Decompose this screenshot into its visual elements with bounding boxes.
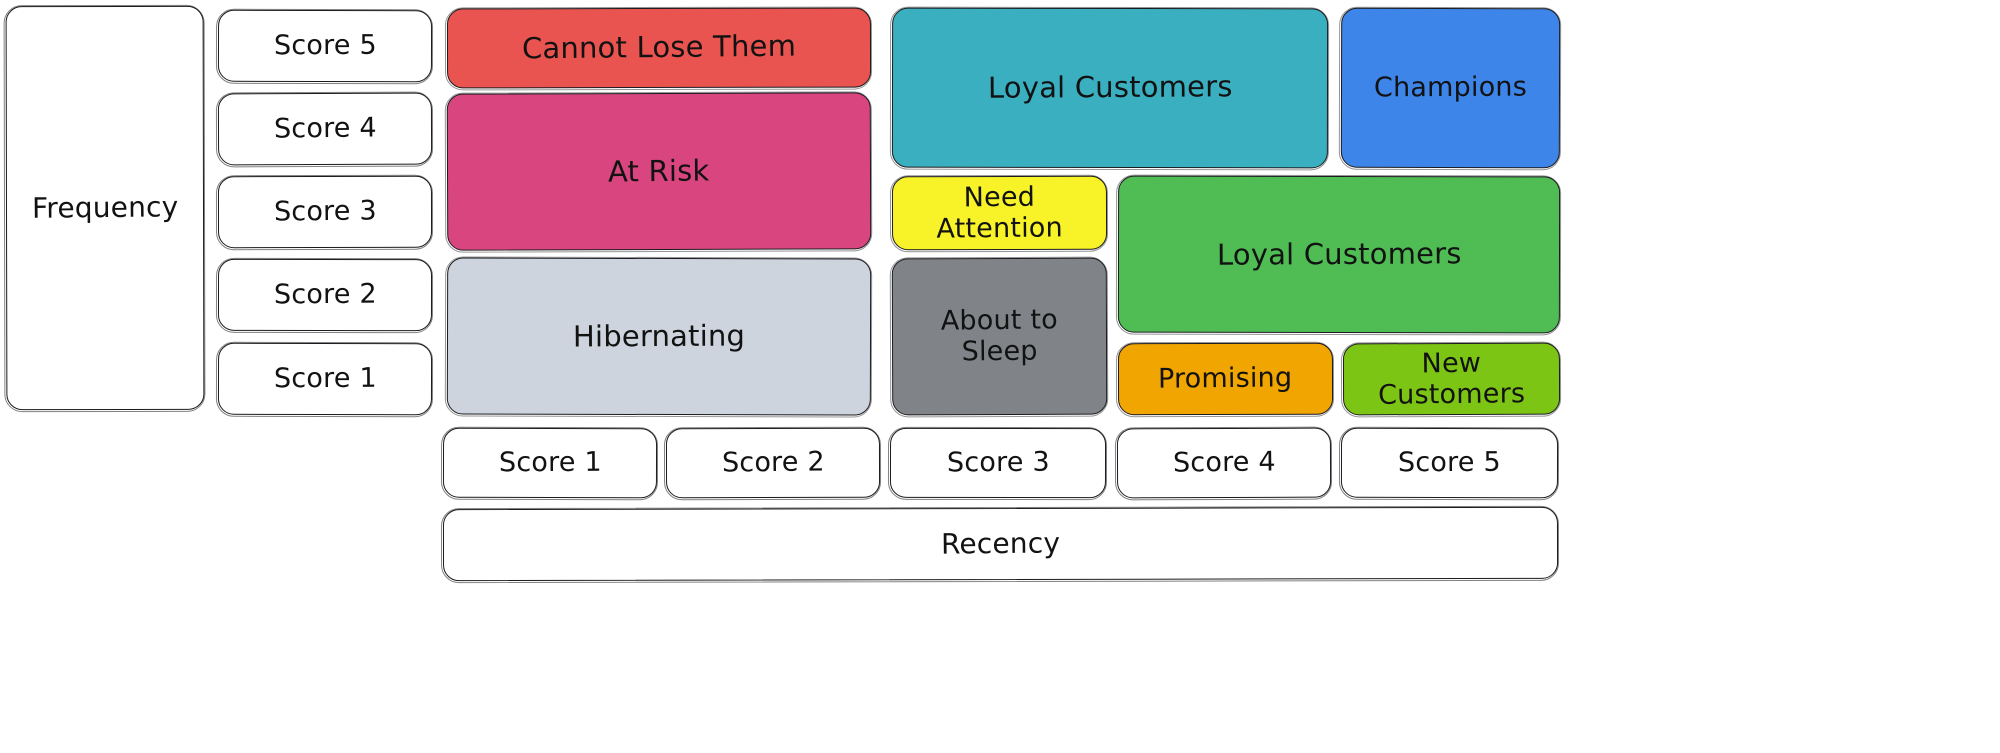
segment-loyal-customers-green[interactable]: Loyal Customers	[1117, 175, 1561, 334]
segment-label: Hibernating	[572, 318, 746, 354]
segment-cannot-lose-them[interactable]: Cannot Lose Them	[446, 7, 872, 89]
segment-label: About to Sleep	[940, 304, 1059, 368]
frequency-score-3[interactable]: Score 3	[217, 175, 433, 249]
segment-label: Champions	[1373, 72, 1528, 104]
frequency-score-2[interactable]: Score 2	[217, 258, 433, 332]
recency-axis-label: Recency	[442, 506, 1559, 582]
recency-score-2[interactable]: Score 2	[665, 427, 881, 499]
segment-label: Loyal Customers	[1216, 236, 1462, 272]
segment-label: Need Attention	[936, 181, 1064, 245]
segment-label: New Customers	[1377, 347, 1526, 411]
segment-at-risk[interactable]: At Risk	[446, 92, 872, 251]
segment-need-attention[interactable]: Need Attention	[891, 175, 1108, 251]
segment-about-to-sleep[interactable]: About to Sleep	[891, 257, 1108, 416]
segment-new-customers[interactable]: New Customers	[1342, 342, 1561, 416]
recency-axis-label-text: Recency	[940, 526, 1061, 561]
frequency-score-5[interactable]: Score 5	[217, 9, 433, 83]
frequency-score-1[interactable]: Score 1	[217, 342, 433, 416]
segment-label: At Risk	[608, 153, 710, 189]
recency-score-5[interactable]: Score 5	[1340, 427, 1559, 499]
segment-hibernating[interactable]: Hibernating	[446, 257, 872, 416]
frequency-score-4[interactable]: Score 4	[217, 92, 433, 166]
frequency-axis-label-text: Frequency	[31, 190, 179, 225]
recency-score-3[interactable]: Score 3	[889, 427, 1107, 499]
frequency-axis-label: Frequency	[5, 5, 205, 411]
segment-label: Loyal Customers	[987, 69, 1233, 106]
segment-label: Promising	[1158, 362, 1293, 396]
recency-score-4[interactable]: Score 4	[1116, 427, 1332, 499]
segment-label: Cannot Lose Them	[521, 28, 797, 66]
segment-loyal-customers-teal[interactable]: Loyal Customers	[891, 7, 1329, 169]
segment-champions[interactable]: Champions	[1340, 7, 1561, 169]
recency-score-1[interactable]: Score 1	[442, 427, 658, 499]
segment-promising[interactable]: Promising	[1117, 342, 1334, 416]
